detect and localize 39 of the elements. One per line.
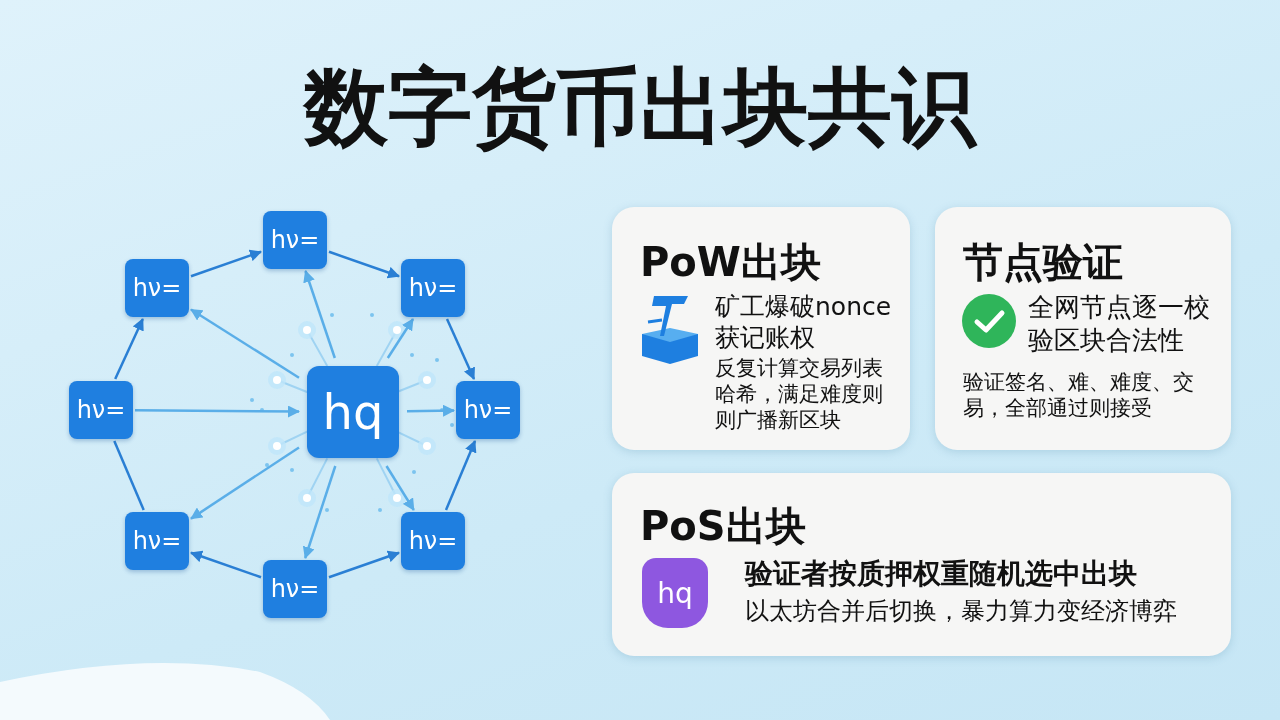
peer-node: hν= (456, 381, 520, 439)
peer-node: hν= (263, 560, 327, 618)
info-card (612, 207, 910, 450)
peer-node: hν= (401, 512, 465, 570)
info-card (935, 207, 1231, 450)
peer-node: hν= (401, 259, 465, 317)
card-heading: PoW出块 (640, 238, 822, 287)
card-note: 以太坊合并后切换，暴力算力变经济博弈 (745, 596, 1178, 626)
hub-node: hq (307, 366, 399, 458)
card-note: 反复计算交易列表哈希，满足难度则则广播新区块 (715, 355, 884, 433)
peer-node: hν= (69, 381, 133, 439)
arrow (190, 308, 300, 379)
title: 数字货币出块共识 (302, 57, 979, 158)
card-text: 全网节点逐一校验区块合法性 (1028, 291, 1211, 357)
peer-node: hν= (125, 259, 189, 317)
peer-node: hν= (263, 211, 327, 269)
arrow (444, 440, 477, 511)
arrow (407, 404, 455, 417)
arrow (328, 250, 400, 279)
arrow (114, 318, 144, 380)
card-note: 验证签名、难、难度、交易，全部通过则接受 (963, 369, 1195, 421)
arrow (135, 405, 300, 418)
arrow (302, 465, 337, 559)
arrow (190, 249, 262, 278)
arrow (303, 270, 336, 359)
arrow (386, 318, 415, 359)
card-heading: PoS出块 (640, 502, 807, 551)
arrow (190, 550, 262, 579)
arrow (190, 446, 300, 520)
arrow (328, 550, 400, 579)
connector-line (113, 440, 145, 511)
arrow (385, 465, 415, 511)
card-text: 矿工爆破nonce获记账权 (715, 291, 893, 353)
info-card (612, 473, 1231, 656)
card-heading: 节点验证 (963, 238, 1124, 287)
card-text: 验证者按质押权重随机选中出块 (745, 556, 1138, 591)
peer-node: hν= (125, 512, 189, 570)
shield-badge: hq (642, 558, 708, 628)
arrow (445, 318, 476, 380)
